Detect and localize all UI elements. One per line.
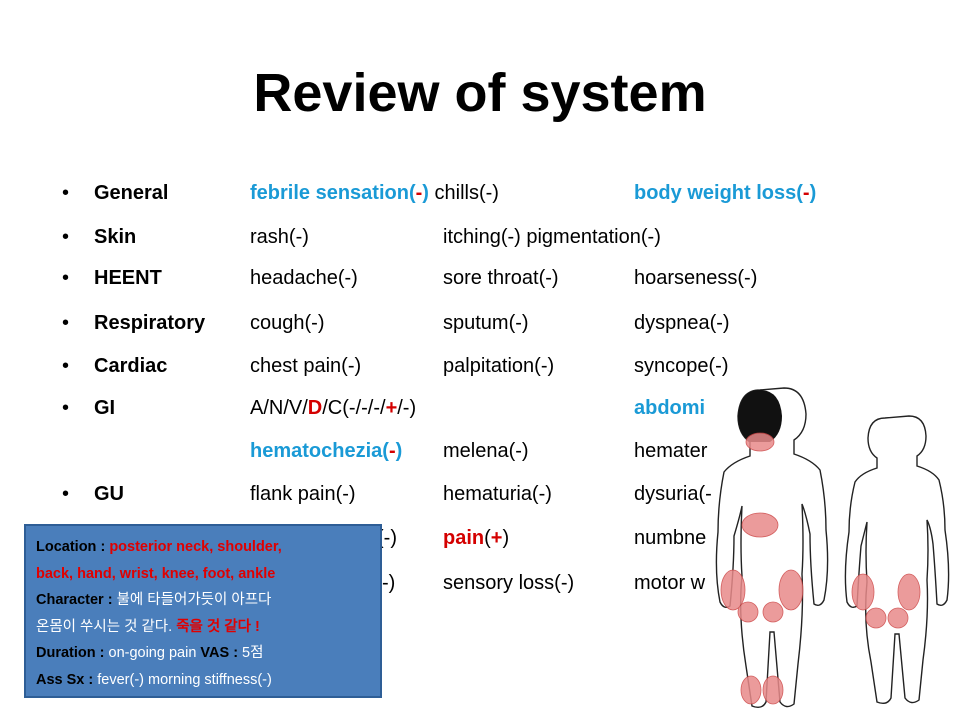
symptom: motor w — [634, 572, 706, 594]
body-outline-svg — [715, 387, 950, 709]
symptom-weight-loss: body weight loss(-) — [634, 182, 817, 204]
symptom: sensory loss(-) — [443, 572, 575, 594]
symptom-pain: pain(+) — [443, 527, 510, 549]
symptom-anvdc: A/N/V/D/C(-/-/-/+/-) — [250, 397, 417, 419]
symptom: melena(-) — [443, 440, 529, 462]
symptom: hematuria(-) — [443, 483, 552, 505]
symptom: abdomi — [634, 397, 706, 419]
bullet: • — [62, 483, 70, 505]
symptom: itching(-) pigmentation(-) — [443, 226, 661, 248]
symptom: hemater — [634, 440, 708, 462]
symptom: numbne — [634, 527, 707, 549]
category-label: Skin — [94, 226, 137, 248]
slide-title: Review of system — [253, 63, 707, 123]
symptom: -) — [382, 572, 396, 594]
bullet: • — [62, 182, 70, 204]
category-label: General — [94, 182, 169, 204]
category-label: Respiratory — [94, 312, 206, 334]
row-heent: • HEENT headache(-) sore throat(-) hoars… — [0, 262, 960, 294]
row-respiratory: • Respiratory cough(-) sputum(-) dyspnea… — [0, 307, 960, 339]
row-gi: • GI A/N/V/D/C(-/-/-/+/-) abdomi — [0, 392, 960, 424]
row-skin: • Skin rash(-) itching(-) pigmentation(-… — [0, 221, 960, 253]
symptom: sputum(-) — [443, 312, 529, 334]
bullet: • — [62, 312, 70, 334]
body-pain-map-image — [715, 380, 960, 720]
symptom-hematochezia: hematochezia(-) — [250, 440, 403, 462]
category-label: HEENT — [94, 267, 162, 289]
callout-location: Location : posterior neck, shoulder, — [36, 539, 282, 555]
bullet: • — [62, 226, 70, 248]
symptom: palpitation(-) — [443, 355, 555, 377]
symptom: hoarseness(-) — [634, 267, 758, 289]
symptom: flank pain(-) — [250, 483, 356, 505]
symptom: syncope(-) — [634, 355, 729, 377]
symptom: rash(-) — [250, 226, 309, 248]
row-gu: • GU flank pain(-) hematuria(-) dysuria(… — [0, 478, 960, 510]
symptom: dyspnea(-) — [634, 312, 730, 334]
pain-history-callout: Location : posterior neck, shoulder, bac… — [24, 524, 382, 698]
symptom: dysuria(- — [634, 483, 712, 505]
row-gi-2: hematochezia(-) melena(-) hemater — [0, 435, 960, 467]
callout-character: Character : 불에 타들어가듯이 아프다 — [36, 592, 272, 608]
bullet: • — [62, 397, 70, 419]
callout-duration: Duration : on-going pain VAS : 5점 — [36, 645, 264, 661]
category-label: GI — [94, 397, 116, 419]
symptom: sore throat(-) — [443, 267, 559, 289]
callout-associated-symptoms: Ass Sx : fever(-) morning stiffness(-) — [36, 671, 272, 688]
callout-location-cont: back, hand, wrist, knee, foot, ankle — [36, 565, 276, 582]
bullet: • — [62, 267, 70, 289]
bullet: • — [62, 355, 70, 377]
symptom: headache(-) — [250, 267, 358, 289]
symptom: cough(-) — [250, 312, 325, 334]
symptom: chest pain(-) — [250, 355, 362, 377]
callout-character-cont: 온몸이 쑤시는 것 같다. 죽을 것 같다 ! — [36, 618, 260, 635]
row-general: • General febrile sensation(-) chills(-)… — [0, 177, 960, 209]
row-neuro: -) sensory loss(-) motor w — [0, 567, 960, 599]
symptom-febrile: febrile sensation(-) chills(-) — [250, 182, 499, 204]
row-cardiac: • Cardiac chest pain(-) palpitation(-) s… — [0, 350, 960, 382]
category-label: GU — [94, 483, 124, 505]
category-label: Cardiac — [94, 355, 168, 377]
